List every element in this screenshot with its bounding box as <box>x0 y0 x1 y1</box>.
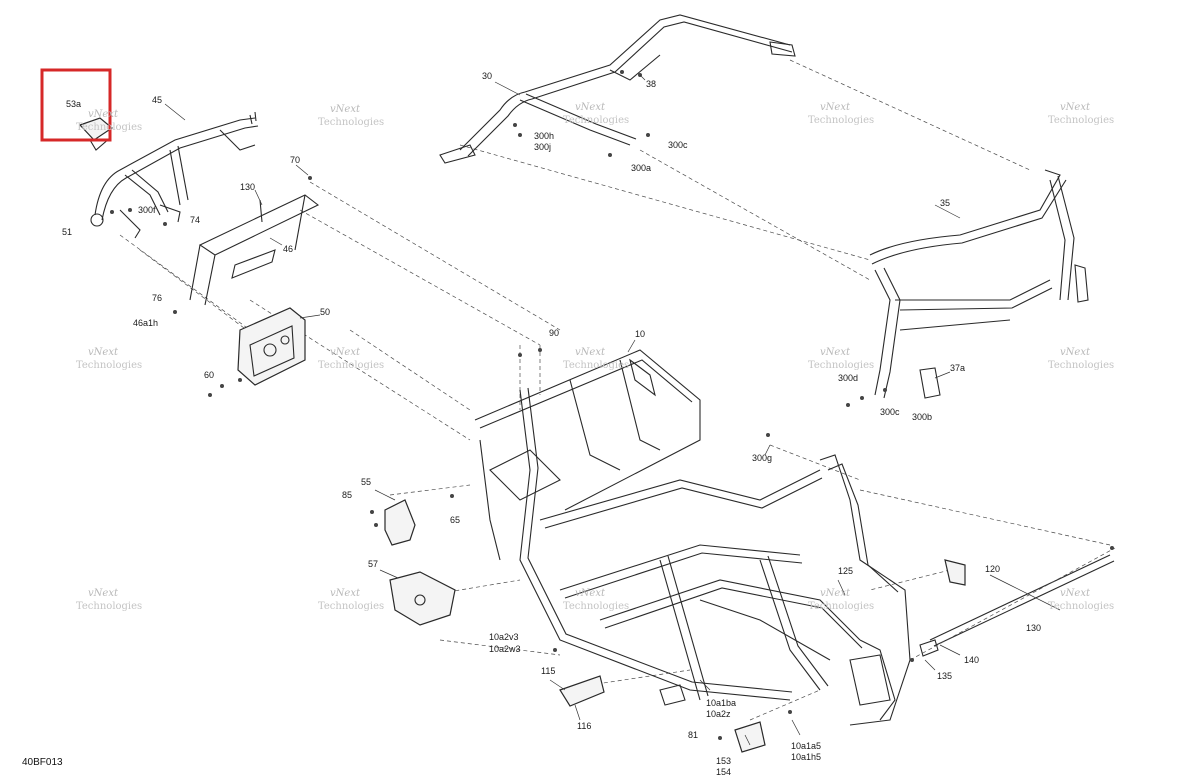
watermark-line1: vNext <box>330 588 361 599</box>
watermark-line2: Technologies <box>1048 601 1114 612</box>
label-57: 57 <box>368 559 378 569</box>
label-35: 35 <box>940 198 950 208</box>
label-10a1h5: 10a1h5 <box>791 752 821 762</box>
explode-lines <box>119 59 1111 721</box>
watermark-line1: vNext <box>88 347 119 358</box>
watermark-line1: vNext <box>88 109 119 120</box>
label-300a: 300a <box>631 163 651 173</box>
watermark-line2: Technologies <box>76 360 142 371</box>
watermark-line2: Technologies <box>808 601 874 612</box>
label-37a: 37a <box>950 363 965 373</box>
watermark-line2: Technologies <box>808 360 874 371</box>
watermark-line2: Technologies <box>1048 115 1114 126</box>
bracket-53a <box>40 68 114 151</box>
diagram-reference-code: 40BF013 <box>22 757 63 768</box>
label-85: 85 <box>342 490 352 500</box>
label-10a2w3: 10a2w3 <box>489 644 521 654</box>
label-45: 45 <box>152 95 162 105</box>
bracket-153 <box>734 721 766 753</box>
part-labels: 53a 45 70 130 300f 74 51 46 76 46a1h 50 … <box>62 71 1041 777</box>
label-300c-top: 300c <box>668 140 688 150</box>
watermarks: vNext Technologies vNext Technologies vN… <box>76 102 1114 612</box>
label-55: 55 <box>361 477 371 487</box>
watermark-line2: Technologies <box>563 115 629 126</box>
watermark-line1: vNext <box>820 347 851 358</box>
label-130-upper: 130 <box>240 182 255 192</box>
label-115: 115 <box>541 666 555 676</box>
label-10a2v3: 10a2v3 <box>489 632 519 642</box>
front-upper-tube-45 <box>90 111 259 239</box>
watermark-line2: Technologies <box>563 360 629 371</box>
watermark-line2: Technologies <box>318 360 384 371</box>
bracket-115 <box>559 675 605 707</box>
label-76: 76 <box>152 293 162 303</box>
bracket-125 <box>944 559 966 586</box>
watermark-line2: Technologies <box>76 601 142 612</box>
seat-support-46 <box>189 194 320 306</box>
label-10a1ba: 10a1ba <box>706 698 736 708</box>
label-300h: 300h <box>534 131 554 141</box>
label-300d: 300d <box>838 373 858 383</box>
fasteners <box>110 70 1114 740</box>
label-300b: 300b <box>912 412 932 422</box>
watermark-line1: vNext <box>575 347 606 358</box>
label-300c-right: 300c <box>880 407 900 417</box>
label-130-right: 130 <box>1026 623 1041 633</box>
label-135: 135 <box>937 671 952 681</box>
label-46: 46 <box>283 244 293 254</box>
label-120: 120 <box>985 564 1000 574</box>
label-300g: 300g <box>752 453 772 463</box>
highlight-box <box>40 68 112 142</box>
watermark-line1: vNext <box>88 588 119 599</box>
label-81: 81 <box>688 730 698 740</box>
watermark-line1: vNext <box>1060 347 1091 358</box>
leader-lines <box>164 74 1061 746</box>
label-50: 50 <box>320 307 330 317</box>
label-300j: 300j <box>534 142 551 152</box>
label-300f: 300f <box>138 205 156 215</box>
watermark-line2: Technologies <box>1048 360 1114 371</box>
label-10: 10 <box>635 329 645 339</box>
label-74: 74 <box>190 215 200 225</box>
panel-50 <box>237 307 306 386</box>
watermark-line1: vNext <box>820 102 851 113</box>
label-10a1a5: 10a1a5 <box>791 741 821 751</box>
label-60: 60 <box>204 370 214 380</box>
watermark-line1: vNext <box>1060 102 1091 113</box>
watermark-line2: Technologies <box>318 117 384 128</box>
label-90: 90 <box>549 328 559 338</box>
label-46a1h: 46a1h <box>133 318 158 328</box>
label-65: 65 <box>450 515 460 525</box>
label-10a2z: 10a2z <box>706 709 731 719</box>
label-38: 38 <box>646 79 656 89</box>
watermark-line2: Technologies <box>563 601 629 612</box>
label-116: 116 <box>577 721 591 731</box>
watermark-line1: vNext <box>575 102 606 113</box>
watermark-line2: Technologies <box>76 122 142 133</box>
watermark-line2: Technologies <box>808 115 874 126</box>
label-70: 70 <box>290 155 300 165</box>
watermark-line1: vNext <box>575 588 606 599</box>
watermark-line1: vNext <box>330 347 361 358</box>
label-30: 30 <box>482 71 492 81</box>
label-53a: 53a <box>66 99 81 109</box>
watermark-line1: vNext <box>1060 588 1091 599</box>
watermark-line1: vNext <box>820 588 851 599</box>
label-153: 153 <box>716 756 731 766</box>
label-140: 140 <box>964 655 979 665</box>
label-125: 125 <box>838 566 853 576</box>
roll-cage-front-30 <box>439 14 796 164</box>
watermark-line1: vNext <box>330 104 361 115</box>
bracket-55 <box>384 499 416 546</box>
label-51: 51 <box>62 227 72 237</box>
label-154: 154 <box>716 767 731 777</box>
roll-cage-rear-35 <box>869 169 1089 399</box>
watermark-line2: Technologies <box>318 601 384 612</box>
side-rail-120 <box>909 547 1116 661</box>
main-frame-10 <box>474 349 911 726</box>
bracket-57 <box>389 571 456 626</box>
